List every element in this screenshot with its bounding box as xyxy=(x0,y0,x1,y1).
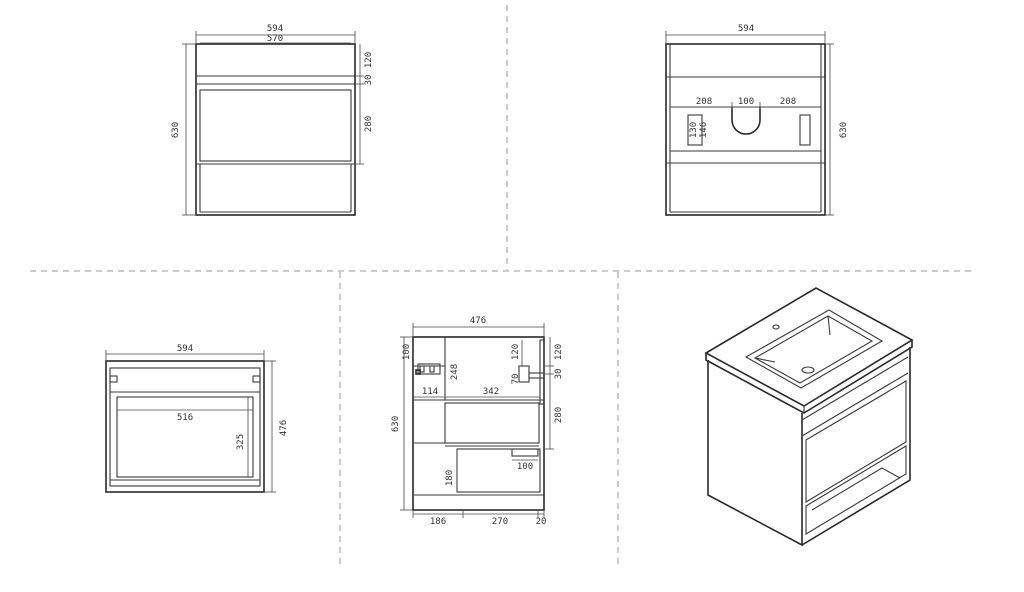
iso-shelf-frame xyxy=(805,445,907,535)
iso-basin-rim xyxy=(744,309,884,389)
side-base-right-label: 20 xyxy=(536,517,547,527)
rear-right-bracket xyxy=(799,114,811,146)
front-top-height-label: 120 xyxy=(364,52,374,68)
panel-separators xyxy=(30,5,975,565)
iso-cabinet-front-side xyxy=(801,347,911,546)
side-waste-height-label: 70 xyxy=(511,374,521,385)
isometric-view xyxy=(704,287,914,547)
side-waste-outlet xyxy=(511,448,539,457)
rear-total-width-label: 594 xyxy=(738,24,754,34)
rear-view: 594 208 100 208 130 146 630 xyxy=(665,24,849,216)
front-drawer-height-label: 280 xyxy=(364,116,374,132)
side-total-depth-label: 476 xyxy=(470,316,486,326)
top-total-width-label: 594 xyxy=(177,344,193,354)
side-top-height-a-label: 120 xyxy=(511,344,521,360)
top-total-depth-label: 476 xyxy=(279,420,289,436)
top-right-runner xyxy=(252,375,261,383)
top-view: 594 516 325 476 xyxy=(105,344,289,493)
side-total-height-label: 630 xyxy=(391,416,401,432)
top-inner-depth-label: 325 xyxy=(236,434,246,450)
rear-waste-cutout xyxy=(731,107,761,135)
rear-cutout-width-label: 100 xyxy=(738,97,754,107)
front-cabinet-outline xyxy=(195,43,356,216)
side-cabinet-outline xyxy=(412,336,545,511)
iso-tap-hole xyxy=(772,324,780,330)
side-inner-span-label: 342 xyxy=(483,387,499,397)
iso-basin-inner xyxy=(753,315,874,384)
top-drawer-box xyxy=(116,396,254,478)
top-cabinet-outline xyxy=(105,360,265,493)
side-base-middle-label: 270 xyxy=(492,517,508,527)
side-gap-height-label: 30 xyxy=(554,369,564,380)
side-left-top-label: 100 xyxy=(402,344,412,360)
iso-drawer-top xyxy=(801,372,909,437)
top-left-runner xyxy=(109,375,118,383)
side-pipe-block xyxy=(417,363,441,375)
top-inner-width-label: 516 xyxy=(177,413,193,423)
side-top-height-b-label: 120 xyxy=(554,344,564,360)
side-view: 476 100 630 248 114 342 120 70 120 30 28… xyxy=(391,316,564,527)
side-front-panel xyxy=(539,339,545,405)
side-drawer-height-label: 280 xyxy=(554,407,564,423)
side-shelf-height-label: 180 xyxy=(445,470,455,486)
iso-drawer-front xyxy=(805,380,907,503)
rear-total-height-label: 630 xyxy=(839,122,849,138)
front-total-width-label: 594 xyxy=(267,24,283,34)
rear-left-bracket xyxy=(687,114,703,146)
iso-cabinet-left-side xyxy=(707,360,803,547)
rear-side-right-label: 208 xyxy=(780,97,796,107)
rear-cutout-depth-b-label: 146 xyxy=(699,122,709,138)
side-waste-offset-label: 100 xyxy=(517,462,533,472)
front-inner-width-label: 570 xyxy=(267,34,283,44)
side-pipe-depth-label: 248 xyxy=(450,364,460,380)
iso-countertop-top xyxy=(704,287,914,407)
rear-cabinet-outline xyxy=(665,43,826,216)
iso-drain xyxy=(801,366,815,374)
side-drawer xyxy=(444,402,540,444)
front-drawer xyxy=(199,89,352,162)
front-view: 594 570 630 120 30 280 xyxy=(171,24,374,216)
side-pipe-offset-label: 114 xyxy=(422,387,438,397)
rear-side-left-label: 208 xyxy=(696,97,712,107)
side-base-left-label: 186 xyxy=(430,517,446,527)
front-gap-height-label: 30 xyxy=(364,75,374,86)
top-inner-outline xyxy=(109,367,261,487)
front-total-height-label: 630 xyxy=(171,122,181,138)
rear-cutout-depth-a-label: 130 xyxy=(689,122,699,138)
